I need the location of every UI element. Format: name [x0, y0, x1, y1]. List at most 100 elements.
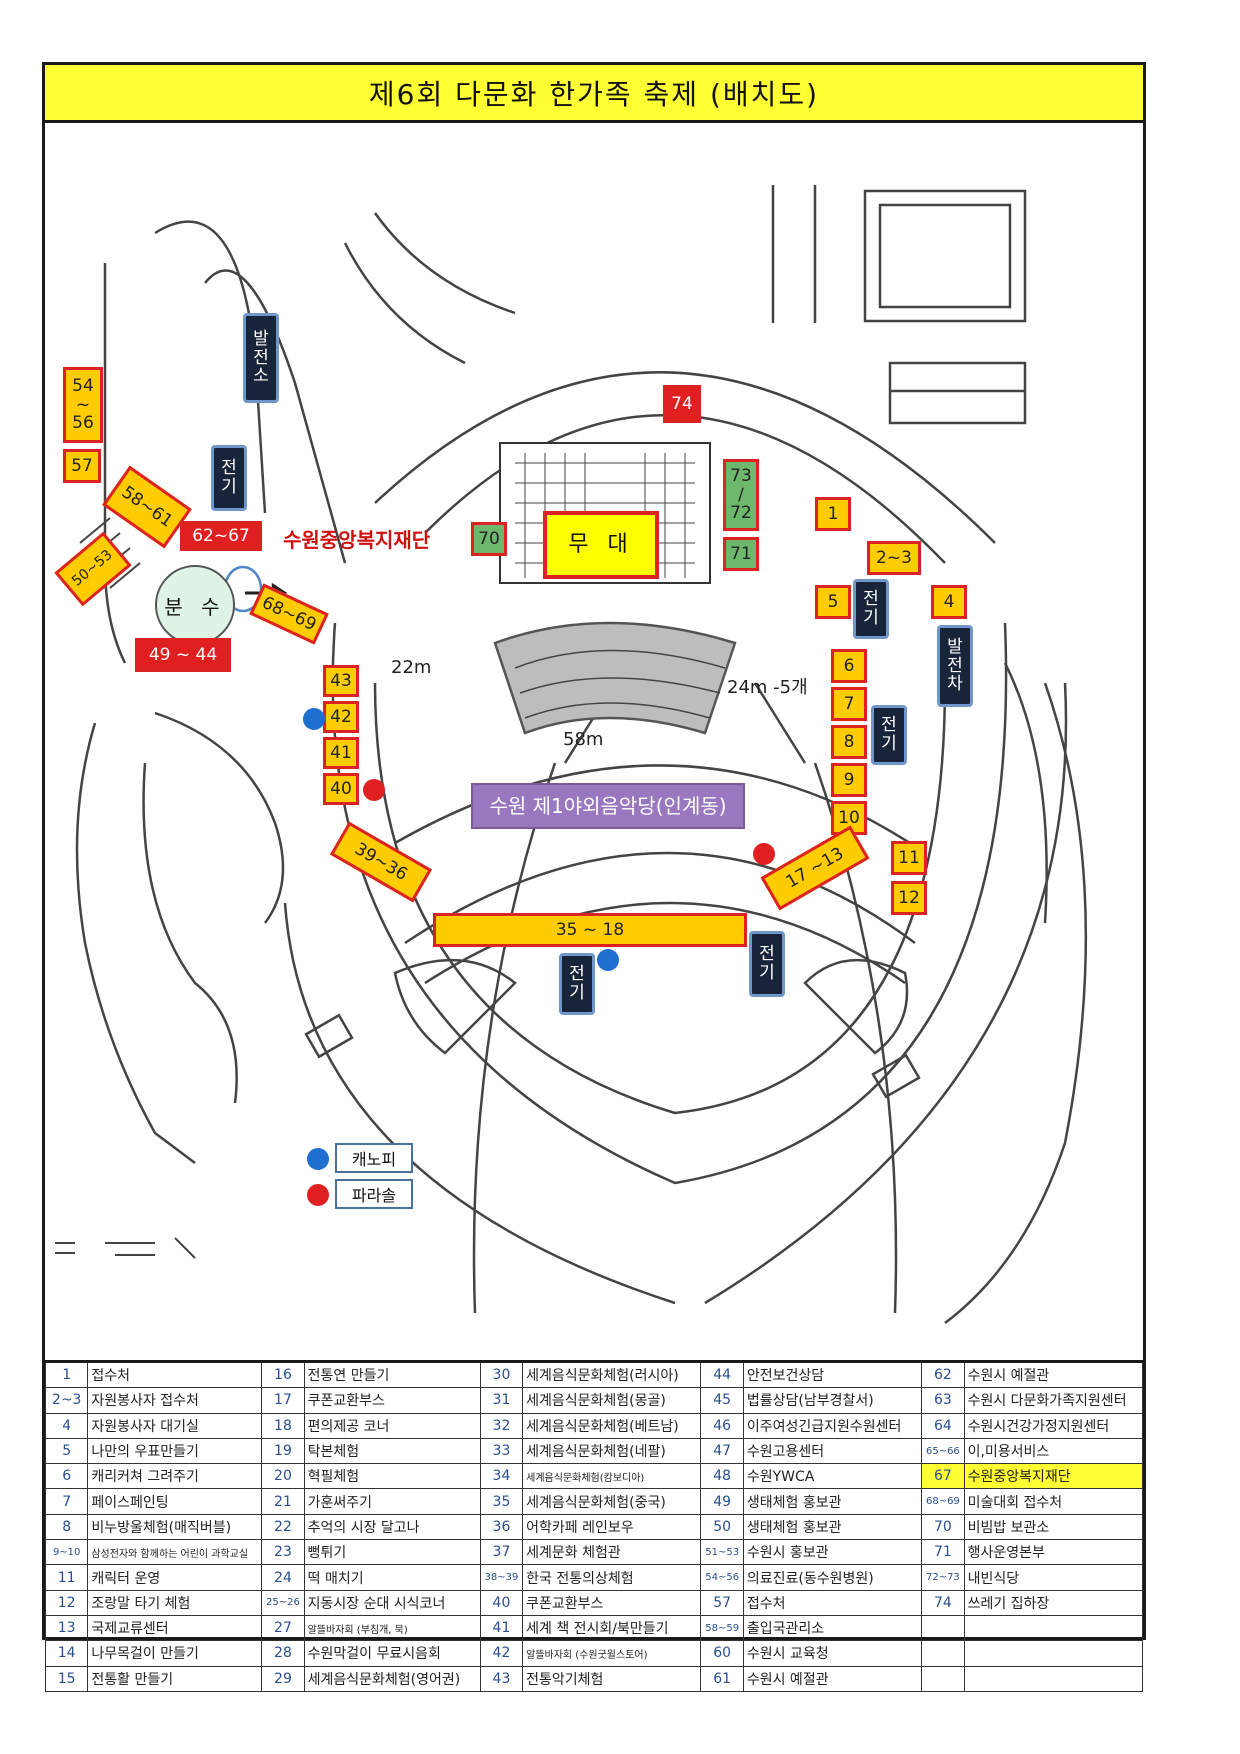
booth-name-cell: 쿠폰교환부스 — [303, 1387, 481, 1414]
booth-74[interactable]: 74 — [663, 385, 701, 423]
booth-number-cell: 27 — [261, 1614, 305, 1642]
booth-name-cell — [963, 1665, 1144, 1692]
booth-49-44[interactable]: 49 ~ 44 — [135, 638, 231, 672]
booth-number-cell: 34 — [479, 1463, 524, 1490]
booth-number-cell: 15 — [44, 1665, 89, 1692]
booth-54-56-label-b: ~ — [75, 394, 91, 415]
booth-name-cell: 수원막걸이 무료시음회 — [303, 1640, 481, 1667]
booth-name-cell: 비누방울체험(매직버블) — [87, 1513, 263, 1541]
booth-number-cell: 68~69 — [921, 1488, 965, 1515]
site-map: 분 수 54 ~ 56 57 58~61 50~53 62~67 수원중앙복지재… — [45, 123, 1143, 1360]
power-truck-char-3: 차 — [947, 674, 963, 695]
booth-43[interactable]: 43 — [323, 665, 359, 697]
electric-a-char-1: 전 — [221, 458, 237, 479]
booth-number-cell: 24 — [261, 1564, 305, 1591]
parasol-dot — [753, 843, 775, 865]
booth-number-cell: 38~39 — [479, 1564, 524, 1591]
booth-name-cell — [963, 1640, 1144, 1667]
power-station-char-2: 전 — [253, 347, 269, 368]
booth-number-cell: 43 — [479, 1665, 524, 1692]
booth-number-cell: 17 — [261, 1387, 305, 1414]
booth-name-cell: 접수처 — [742, 1589, 923, 1616]
booth-62-67[interactable]: 62~67 — [180, 521, 262, 551]
power-truck: 발 전 차 — [937, 625, 973, 707]
electric-c-char-2: 기 — [881, 734, 897, 754]
booth-name-cell: 자원봉사자 접수처 — [87, 1387, 263, 1414]
booth-number-cell: 32 — [479, 1412, 524, 1439]
legend-canopy-label: 캐노피 — [335, 1143, 413, 1173]
booth-name-cell: 자원봉사자 대기실 — [87, 1412, 263, 1439]
booth-number-cell: 62 — [921, 1360, 965, 1389]
booth-71[interactable]: 71 — [723, 537, 759, 571]
power-station: 발 전 소 — [243, 313, 279, 403]
booth-number-cell: 5 — [44, 1437, 89, 1465]
fountain: 분 수 — [155, 565, 235, 645]
booth-number-cell: 42 — [479, 1640, 524, 1667]
booth-number-cell: 65~66 — [921, 1437, 965, 1465]
label-suwon-welfare-foundation: 수원중앙복지재단 — [283, 528, 431, 552]
booth-57[interactable]: 57 — [63, 449, 101, 483]
booth-number-cell: 48 — [700, 1463, 744, 1490]
booth-name-cell: 지동시장 순대 시식코너 — [303, 1589, 481, 1616]
booth-40[interactable]: 40 — [323, 773, 359, 805]
booth-name-cell: 전통활 만들기 — [87, 1665, 263, 1692]
booth-number-cell: 8 — [44, 1513, 89, 1541]
booth-42[interactable]: 42 — [323, 701, 359, 733]
booth-number-cell: 44 — [700, 1360, 744, 1389]
booth-54-56[interactable]: 54 ~ 56 — [63, 367, 103, 443]
booth-number-cell: 64 — [921, 1412, 965, 1439]
booth-8[interactable]: 8 — [831, 725, 867, 759]
booth-name-cell: 국제교류센터 — [87, 1614, 263, 1642]
booth-number-cell: 58~59 — [700, 1614, 744, 1642]
booth-name-cell: 쿠폰교환부스 — [522, 1589, 702, 1616]
booth-1[interactable]: 1 — [815, 497, 851, 531]
booth-name-cell: 수원YWCA — [742, 1463, 923, 1490]
booth-name-cell: 수원시건강가정지원센터 — [963, 1412, 1144, 1439]
booth-number-cell: 1 — [44, 1360, 89, 1389]
booth-number-cell: 63 — [921, 1387, 965, 1414]
booth-70[interactable]: 70 — [471, 522, 507, 556]
booth-4[interactable]: 4 — [931, 585, 967, 619]
booth-name-cell: 수원시 다문화가족지원센터 — [963, 1387, 1144, 1414]
booth-name-cell: 뻥튀기 — [303, 1539, 481, 1566]
booth-name-cell: 이주여성긴급지원수원센터 — [742, 1412, 923, 1439]
legend-parasol-dot — [307, 1184, 329, 1206]
power-truck-char-2: 전 — [947, 655, 963, 676]
booth-73-72[interactable]: 73 / 72 — [723, 459, 759, 531]
booth-number-cell: 9~10 — [44, 1539, 89, 1566]
booth-6[interactable]: 6 — [831, 649, 867, 683]
booth-number-cell: 74 — [921, 1589, 965, 1616]
booth-number-cell: 18 — [261, 1412, 305, 1439]
electric-e: 전 기 — [749, 931, 785, 997]
legend-canopy-dot — [307, 1148, 329, 1170]
booth-name-cell: 법률상담(남부경찰서) — [742, 1387, 923, 1414]
booth-number-cell: 57 — [700, 1589, 744, 1616]
booth-name-cell: 안전보건상담 — [742, 1360, 923, 1389]
booth-name-cell: 수원시 홍보관 — [742, 1539, 923, 1566]
booth-7[interactable]: 7 — [831, 687, 867, 721]
booth-name-cell: 어학카페 레인보우 — [522, 1513, 702, 1541]
booth-number-cell: 23 — [261, 1539, 305, 1566]
electric-c: 전 기 — [871, 705, 907, 765]
booth-41[interactable]: 41 — [323, 737, 359, 769]
booth-name-cell: 이,미용서비스 — [963, 1437, 1144, 1465]
booth-35-18[interactable]: 35 ~ 18 — [433, 913, 747, 947]
booth-name-cell: 의료진료(동수원병원) — [742, 1564, 923, 1591]
electric-e-char-2: 기 — [759, 963, 775, 983]
booth-name-cell: 전통악기체험 — [522, 1665, 702, 1692]
booth-2-3[interactable]: 2~3 — [867, 541, 921, 575]
booth-number-cell — [921, 1665, 965, 1692]
booth-9[interactable]: 9 — [831, 763, 867, 797]
booth-name-cell: 전통연 만들기 — [303, 1360, 481, 1389]
booth-12[interactable]: 12 — [891, 881, 927, 915]
booth-name-cell: 가훈써주기 — [303, 1488, 481, 1515]
booth-5[interactable]: 5 — [815, 585, 851, 619]
electric-a-char-2: 기 — [221, 477, 237, 497]
booth-name-cell: 수원시 교육청 — [742, 1640, 923, 1667]
booth-number-cell: 50 — [700, 1513, 744, 1541]
booth-11[interactable]: 11 — [891, 841, 927, 875]
